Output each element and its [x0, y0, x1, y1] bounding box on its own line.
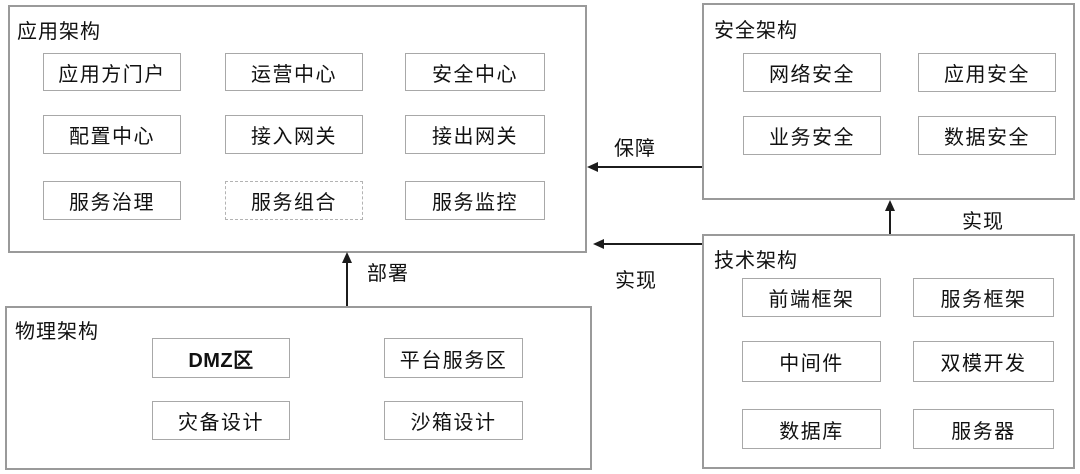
- realize-security-arrow-label: 实现: [962, 205, 1004, 234]
- guarantee-arrow-label: 保障: [614, 132, 656, 161]
- node-middleware: 中间件: [742, 341, 881, 382]
- node-outbound-gateway: 接出网关: [405, 115, 545, 154]
- node-platform-service-zone: 平台服务区: [384, 338, 523, 378]
- node-inbound-gateway: 接入网关: [225, 115, 363, 154]
- realize-application-arrowhead-icon: [593, 239, 604, 249]
- group-title-security: 安全架构: [714, 20, 798, 42]
- node-service-monitoring: 服务监控: [405, 181, 545, 220]
- deploy-arrow-line: [346, 261, 348, 306]
- realize-application-arrow-line: [603, 243, 702, 245]
- node-application-security: 应用安全: [918, 53, 1056, 92]
- node-operation-center: 运营中心: [225, 53, 363, 91]
- node-server: 服务器: [913, 409, 1054, 449]
- node-database: 数据库: [742, 409, 881, 449]
- group-title-physical: 物理架构: [15, 321, 99, 343]
- node-service-composition: 服务组合: [225, 181, 363, 220]
- node-data-security: 数据安全: [918, 116, 1056, 155]
- node-app-portal: 应用方门户: [43, 53, 181, 91]
- node-business-security: 业务安全: [743, 116, 881, 155]
- node-disaster-recovery-design: 灾备设计: [152, 401, 290, 440]
- node-sandbox-design: 沙箱设计: [384, 401, 523, 440]
- deploy-arrowhead-icon: [342, 252, 352, 263]
- node-service-framework: 服务框架: [913, 278, 1054, 317]
- node-service-governance: 服务治理: [43, 181, 181, 220]
- group-physical-architecture: 物理架构 DMZ区 平台服务区 灾备设计 沙箱设计: [5, 306, 592, 470]
- group-title-technology: 技术架构: [714, 250, 798, 272]
- realize-security-arrow-line: [889, 209, 891, 234]
- deploy-arrow-label: 部署: [367, 257, 409, 286]
- realize-security-arrowhead-icon: [885, 200, 895, 211]
- node-security-center: 安全中心: [405, 53, 545, 91]
- node-frontend-framework: 前端框架: [742, 278, 881, 317]
- group-application-architecture: 应用架构 应用方门户 运营中心 安全中心 配置中心 接入网关 接出网关 服务治理…: [8, 5, 587, 253]
- node-dual-mode-dev: 双模开发: [913, 341, 1054, 382]
- node-config-center: 配置中心: [43, 115, 181, 154]
- node-dmz-zone: DMZ区: [152, 338, 290, 378]
- guarantee-arrowhead-icon: [587, 162, 598, 172]
- group-title-application: 应用架构: [17, 21, 101, 43]
- group-technology-architecture: 技术架构 前端框架 服务框架 中间件 双模开发 数据库 服务器: [702, 234, 1075, 469]
- group-security-architecture: 安全架构 网络安全 应用安全 业务安全 数据安全: [702, 3, 1075, 200]
- node-network-security: 网络安全: [743, 53, 881, 92]
- guarantee-arrow-line: [598, 166, 702, 168]
- realize-application-arrow-label: 实现: [615, 264, 657, 293]
